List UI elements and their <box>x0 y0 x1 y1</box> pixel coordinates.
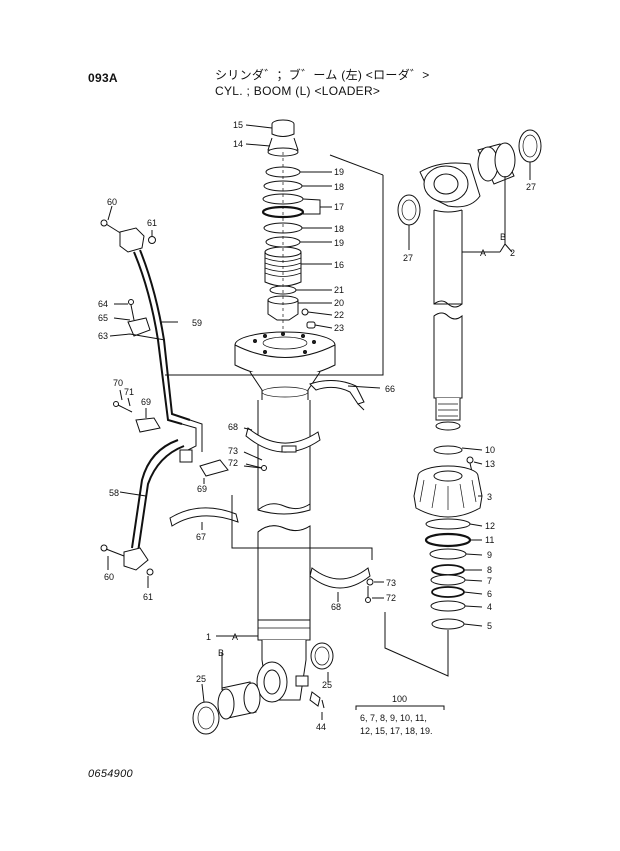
callout-60-upper: 60 <box>107 197 117 207</box>
callout-19-lower: 19 <box>334 238 344 248</box>
callout-16: 16 <box>334 260 344 270</box>
assembly-note-bracket <box>355 705 445 710</box>
callout-61-lower: 61 <box>143 592 153 602</box>
figure-code: 0654900 <box>88 768 133 780</box>
callout-73-lower: 73 <box>386 578 396 588</box>
callout-27-right: 27 <box>526 182 536 192</box>
callout-68-lower: 68 <box>331 602 341 612</box>
callout-68-upper: 68 <box>228 422 238 432</box>
title-english: CYL. ; BOOM (L) <LOADER> <box>215 84 381 98</box>
assembly-list-line-1: 6, 7, 8, 9, 10, 11, <box>360 713 427 723</box>
callout-17: 17 <box>334 202 344 212</box>
callout-2: 2 <box>510 248 515 258</box>
callout-a-tube: A <box>232 632 238 642</box>
callout-3: 3 <box>487 492 492 502</box>
rod-head-seal-stack <box>165 119 384 376</box>
callout-60-lower: 60 <box>104 572 114 582</box>
callout-b-rod: B <box>500 232 506 242</box>
callout-7: 7 <box>487 576 492 586</box>
callout-71: 71 <box>124 387 134 397</box>
callout-58: 58 <box>109 488 119 498</box>
callout-labels: 15 14 19 18 17 18 19 16 21 20 22 23 60 6… <box>98 120 536 736</box>
callout-44: 44 <box>316 722 326 732</box>
tube-clamps <box>169 380 374 603</box>
pipe-assembly-58 <box>100 439 185 576</box>
callout-23: 23 <box>334 323 344 333</box>
callout-67: 67 <box>196 532 206 542</box>
callout-70: 70 <box>113 378 123 388</box>
callout-18-lower: 18 <box>334 224 344 234</box>
right-leaders <box>408 162 531 627</box>
callout-19-upper: 19 <box>334 167 344 177</box>
callout-8: 8 <box>487 565 492 575</box>
callout-15: 15 <box>233 120 243 130</box>
callout-11: 11 <box>485 535 494 545</box>
title-japanese: シリンダ゛；ブ゛ーム (左) <ローダ゛> <box>215 68 430 82</box>
page-code: 093A <box>88 71 118 85</box>
callout-27-left: 27 <box>403 253 413 263</box>
callout-1: 1 <box>206 632 211 642</box>
head-stack-leaders <box>245 124 333 329</box>
callout-10: 10 <box>485 445 495 455</box>
callout-12: 12 <box>485 521 495 531</box>
callout-64: 64 <box>98 299 108 309</box>
assembly-list-line-2: 12, 15, 17, 18, 19. <box>360 726 433 736</box>
callout-25-left: 25 <box>196 674 206 684</box>
callout-18-upper: 18 <box>334 182 344 192</box>
callout-22: 22 <box>334 310 344 320</box>
callout-66: 66 <box>385 384 395 394</box>
rod-eye-bushings <box>397 129 542 226</box>
callout-21: 21 <box>334 285 344 295</box>
piston-rod <box>419 162 481 431</box>
callout-69-lower: 69 <box>197 484 207 494</box>
cylinder-tube <box>234 331 336 703</box>
rod-head-assembly <box>384 445 483 677</box>
callout-72-lower: 72 <box>386 593 396 603</box>
callout-a-rod: A <box>480 248 486 258</box>
callout-20: 20 <box>334 298 344 308</box>
foot-bushing-parts <box>192 642 334 735</box>
callout-9: 9 <box>487 550 492 560</box>
callout-4: 4 <box>487 602 492 612</box>
callout-63: 63 <box>98 331 108 341</box>
pipe-assembly-59 <box>100 219 229 477</box>
callout-72-upper: 72 <box>228 458 238 468</box>
callout-61-upper: 61 <box>147 218 157 228</box>
assembly-number: 100 <box>392 694 407 704</box>
callout-73-upper: 73 <box>228 446 238 456</box>
callout-6: 6 <box>487 589 492 599</box>
callout-59: 59 <box>192 318 202 328</box>
callout-25-right: 25 <box>322 680 332 690</box>
callout-b-tube: B <box>218 648 224 658</box>
callout-65: 65 <box>98 313 108 323</box>
callout-13: 13 <box>485 459 495 469</box>
callout-14: 14 <box>233 139 243 149</box>
callout-69-upper: 69 <box>141 397 151 407</box>
callout-5: 5 <box>487 621 492 631</box>
left-leaders <box>107 205 384 720</box>
